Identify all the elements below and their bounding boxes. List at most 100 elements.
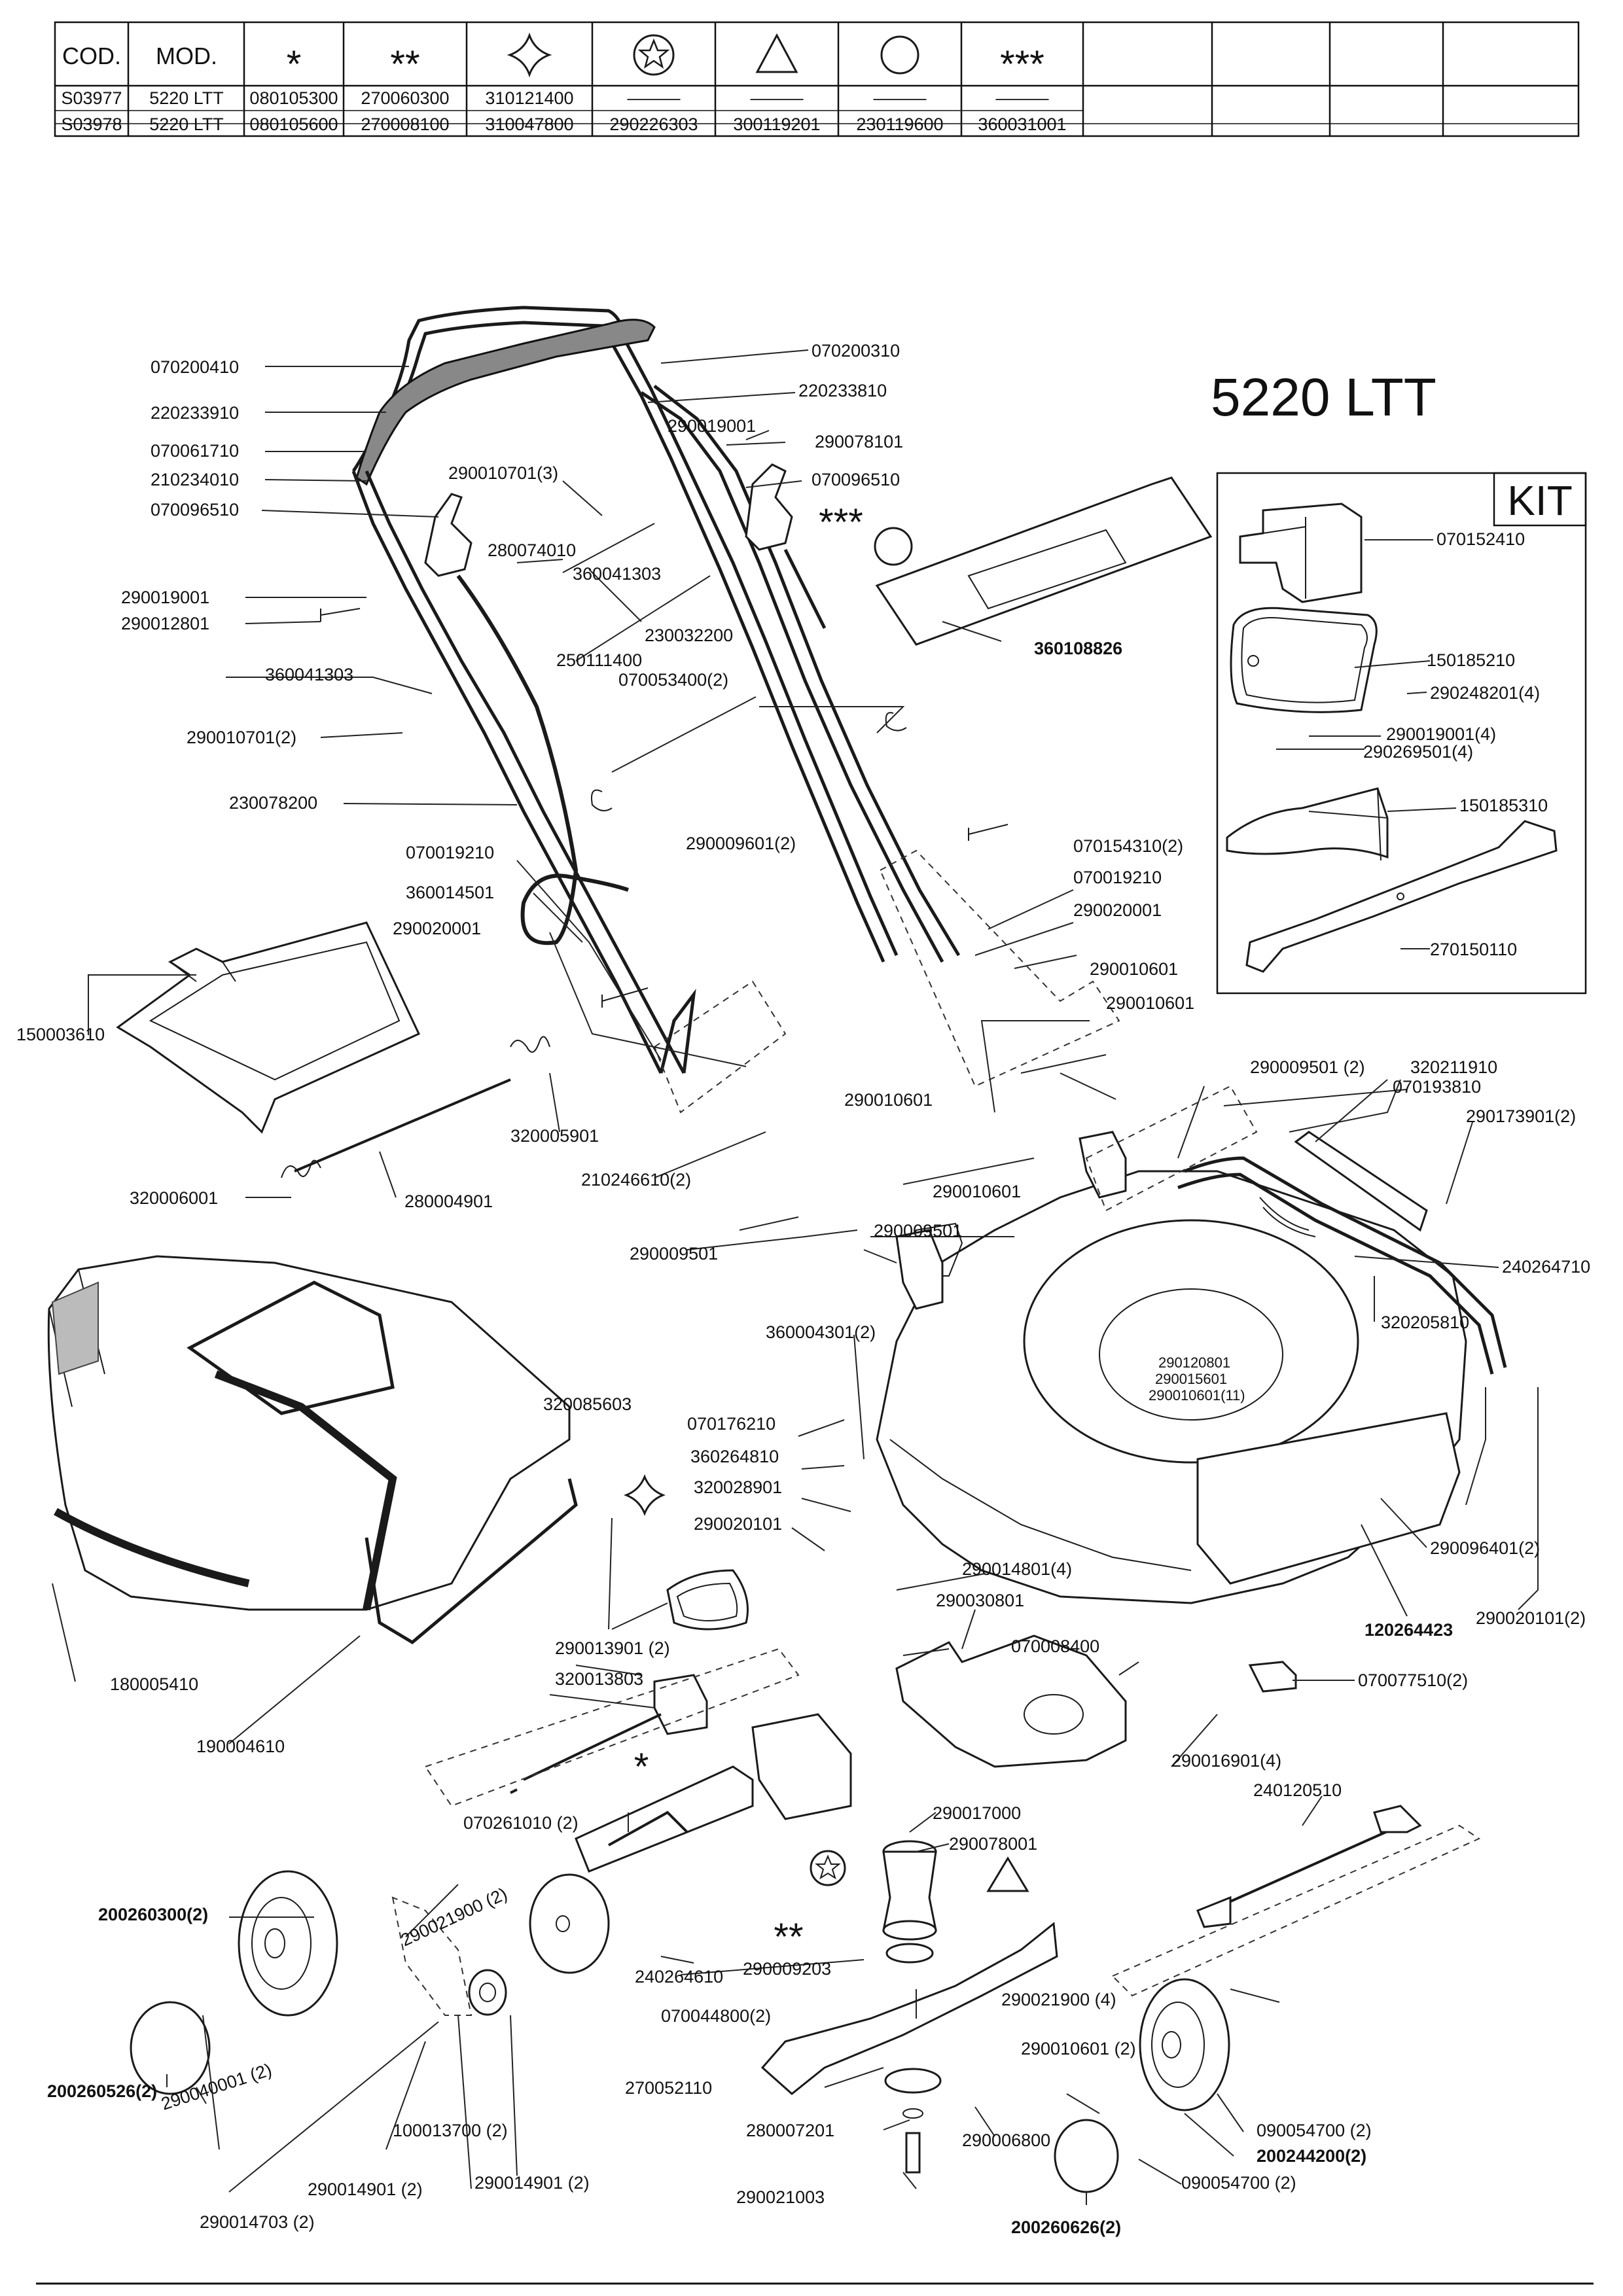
label-070061710: 070061710 [151,441,239,461]
label-290020101-2: 290020101(2) [1476,1608,1586,1628]
label-150003610: 150003610 [16,1025,105,1044]
label-290017000: 290017000 [933,1803,1021,1823]
label-070176210: 070176210 [687,1414,776,1434]
kit-box: KIT [1216,472,1587,995]
label-070053400-2: 070053400(2) [618,670,728,690]
row2-col5: 310047800 [485,115,573,134]
label-290014901-2-b: 290014901 (2) [474,2173,590,2193]
label-070193810: 070193810 [1393,1077,1481,1097]
label-290020101: 290020101 [694,1514,782,1534]
double-star-symbol: ** [774,1916,803,1958]
label-150185310: 150185310 [1459,796,1548,815]
label-290010601-c: 290010601 [844,1090,933,1110]
kit-deflector [1226,787,1389,861]
label-090054700-2-b: 090054700 (2) [1181,2173,1296,2193]
row2-col4: 270008100 [361,115,449,134]
label-290019001-left: 290019001 [121,588,209,607]
row1-col3: 080105300 [249,88,338,108]
label-290014801-4: 290014801(4) [962,1559,1072,1579]
row2-mod: 5220 LTT [149,115,224,134]
blade-cover [895,1634,1127,1768]
label-070044800-2: 070044800(2) [661,2006,771,2026]
four-point-star-icon [507,32,552,78]
label-290096401-2: 290096401(2) [1430,1538,1540,1558]
label-070008400: 070008400 [1011,1636,1099,1656]
label-360264810: 360264810 [690,1447,779,1466]
label-070200410: 070200410 [151,357,239,377]
label-290009501-2: 290009501 (2) [1250,1057,1365,1077]
model-title: 5220 LTT [1211,368,1436,427]
label-200260526-2: 200260526(2) [47,2081,157,2101]
triple-star-symbol: *** [819,501,863,544]
label-360041303-left: 360041303 [265,665,353,684]
row1-mod: 5220 LTT [149,88,224,108]
label-290019001-mid: 290019001 [668,416,756,436]
label-320028901: 320028901 [694,1477,782,1497]
front-wheel-right [1054,1978,1230,2193]
label-290021900-4: 290021900 (4) [1001,1990,1116,2009]
label-290010601-a: 290010601 [1090,959,1178,979]
row1-cod: S03977 [61,88,122,108]
label-290009203: 290009203 [743,1959,831,1979]
four-star-symbol [623,1474,666,1517]
header-triple-star: *** [1000,43,1044,86]
kit-cover [1230,607,1378,713]
label-250111400: 250111400 [556,650,642,670]
header-single-star: * [287,43,302,86]
connector [1248,1661,1297,1693]
single-star-symbol: * [634,1746,649,1788]
label-320005901: 320005901 [510,1126,599,1146]
panel [875,476,1213,646]
label-290009501-bottom: 290009501 [630,1244,718,1263]
label-290016901-4: 290016901(4) [1171,1751,1281,1771]
label-290010601-b: 290010601 [1106,993,1194,1013]
blade-spindle [882,1840,937,1964]
label-240120510: 240120510 [1253,1780,1342,1800]
label-150185210: 150185210 [1427,650,1515,670]
label-290021900-2-left: 290021900 (2) [398,1884,510,1950]
label-220233810: 220233810 [798,381,887,400]
label-290009601-2: 290009601(2) [686,834,796,853]
label-360041303-mid: 360041303 [573,564,661,584]
row1-col8: ——— [874,88,927,108]
label-360014501: 360014501 [406,883,494,902]
label-290269501-4: 290269501(4) [1363,742,1473,762]
row1-col6: ——— [628,88,681,108]
circled-star-icon [633,34,675,76]
label-230078200: 230078200 [229,793,317,813]
handle-assembly [320,306,1008,1074]
label-290014703-2: 290014703 (2) [200,2212,315,2232]
parts-table: COD. MOD. * ** *** S03977 5220 LTT 08010… [54,21,1580,137]
circle-icon [880,35,919,75]
label-290012801: 290012801 [121,614,209,633]
header-cod: COD. [62,43,121,69]
row1-col5: 310121400 [485,88,573,108]
label-240264710: 240264710 [1502,1257,1590,1277]
row1-col7: ——— [751,88,804,108]
label-070154310-2: 070154310(2) [1073,836,1183,856]
rear-flap [116,921,421,1134]
label-180005410: 180005410 [110,1674,198,1694]
grass-bag [47,1255,578,1645]
rear-wheel-left [130,1870,338,2095]
row2-col6: 290226303 [609,115,698,134]
label-360004301-2: 360004301(2) [766,1322,876,1342]
triangle-symbol [986,1856,1029,1892]
row2-col8: 230119600 [856,115,943,134]
label-290173901-2: 290173901(2) [1466,1106,1576,1126]
label-290010701-2: 290010701(2) [187,728,296,747]
label-270150110: 270150110 [1430,940,1517,959]
label-290020001-left: 290020001 [393,919,481,938]
label-070261010-2: 070261010 (2) [463,1813,579,1833]
label-360108826: 360108826 [1034,639,1122,658]
label-290010601-11: 290010601(11) [1149,1387,1245,1404]
label-210246610-2: 210246610(2) [581,1170,691,1190]
row2-cod: S03978 [61,115,122,134]
kit-label: KIT [1507,477,1573,524]
row1-col9: ——— [996,88,1049,108]
label-290078001: 290078001 [949,1834,1037,1854]
diagram-symbols: *** * ** [623,501,1029,1958]
label-290009501-mid: 290009501 [874,1221,962,1241]
label-290021003: 290021003 [736,2187,825,2207]
